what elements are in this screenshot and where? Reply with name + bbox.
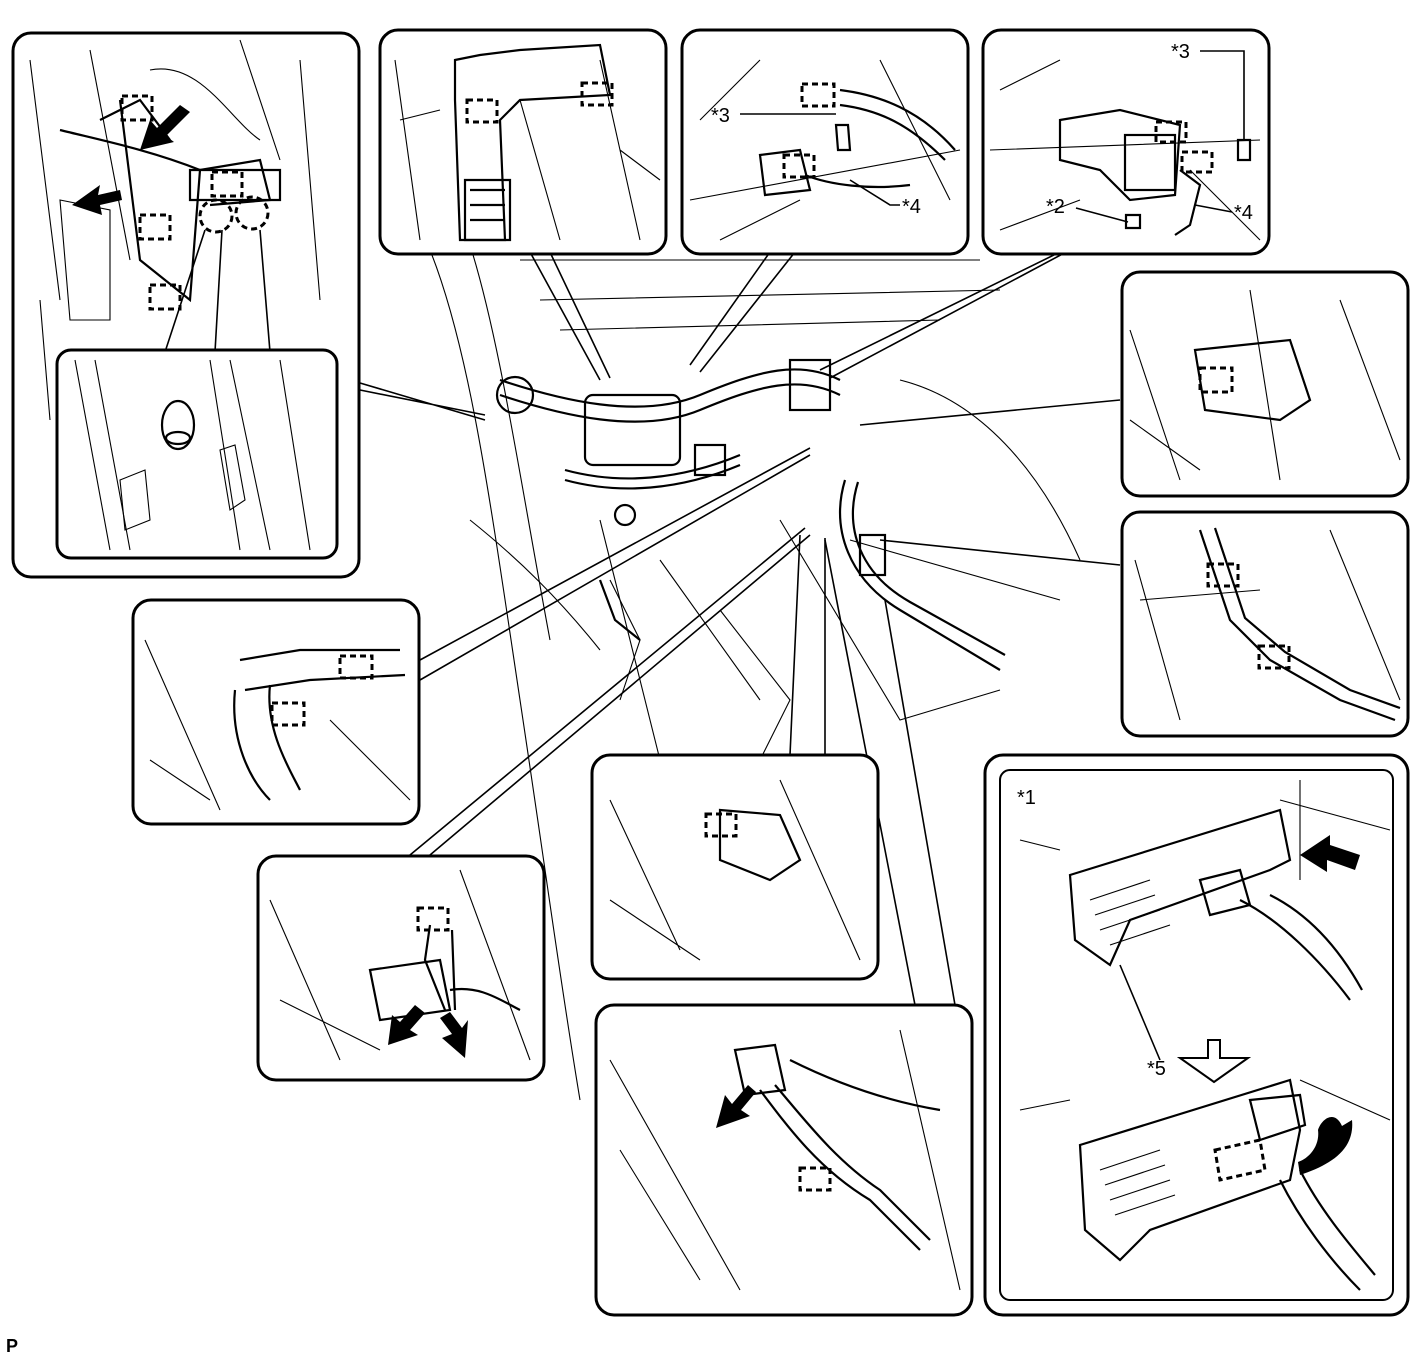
clamp-circle-marker bbox=[198, 198, 234, 234]
clip-marker bbox=[1206, 562, 1240, 588]
clip-marker bbox=[210, 170, 244, 198]
clip-marker bbox=[798, 1166, 832, 1192]
push-arrow-icon bbox=[72, 185, 122, 215]
detail-panel-c: *3 *4 bbox=[680, 28, 970, 256]
overview-illustration bbox=[429, 244, 1081, 1101]
clip-marker bbox=[704, 812, 738, 838]
detail-panel-g bbox=[131, 598, 421, 826]
push-arrow-icon bbox=[440, 1012, 468, 1058]
detail-panel-k: *1 *5 bbox=[983, 753, 1410, 1317]
clip-marker bbox=[120, 94, 154, 122]
callout-2-nut-label: *2 bbox=[1046, 196, 1065, 218]
detail-panel-a bbox=[11, 31, 361, 579]
detail-panel-j bbox=[594, 1003, 974, 1317]
detail-panel-d: *3 *2 *4 bbox=[981, 28, 1271, 256]
clip-marker bbox=[138, 213, 172, 241]
clamp-circle-marker bbox=[234, 195, 270, 231]
push-arrow-icon bbox=[716, 1085, 756, 1128]
push-arrow-icon bbox=[388, 1005, 425, 1045]
callout-4-ground-label-2: *4 bbox=[1234, 202, 1253, 224]
callout-3-bolt-label: *3 bbox=[711, 105, 730, 127]
next-step-arrow-icon bbox=[1176, 1039, 1252, 1084]
callout-3-bolt-label-2: *3 bbox=[1171, 41, 1190, 63]
clip-marker bbox=[1154, 120, 1188, 144]
clip-marker bbox=[465, 98, 499, 124]
clip-marker bbox=[800, 82, 836, 108]
push-arrow-icon bbox=[140, 105, 190, 150]
detail-panel-h bbox=[590, 753, 880, 981]
callout-1-label: *1 bbox=[1017, 787, 1036, 809]
detail-panel-f bbox=[1120, 510, 1410, 738]
lock-lever-marker bbox=[1213, 1138, 1267, 1182]
rotate-arrow-icon bbox=[1298, 1117, 1353, 1175]
callout-5-label: *5 bbox=[1147, 1058, 1166, 1080]
corner-code-label: P bbox=[6, 1336, 18, 1356]
clip-marker bbox=[270, 701, 306, 727]
clip-marker bbox=[1180, 150, 1214, 174]
leader-lines bbox=[359, 247, 1121, 1006]
detail-panel-b bbox=[378, 28, 668, 256]
detail-panel-e bbox=[1120, 270, 1410, 498]
callout-4-ground-label: *4 bbox=[902, 196, 921, 218]
detail-panel-i bbox=[256, 854, 546, 1082]
clip-marker bbox=[148, 283, 182, 311]
clip-marker bbox=[782, 153, 816, 179]
push-arrow-icon bbox=[1300, 835, 1360, 872]
clip-marker bbox=[1198, 366, 1234, 394]
clip-marker bbox=[1257, 644, 1291, 670]
clip-marker bbox=[580, 81, 614, 107]
clip-marker bbox=[338, 654, 374, 680]
clip-marker bbox=[416, 906, 450, 932]
